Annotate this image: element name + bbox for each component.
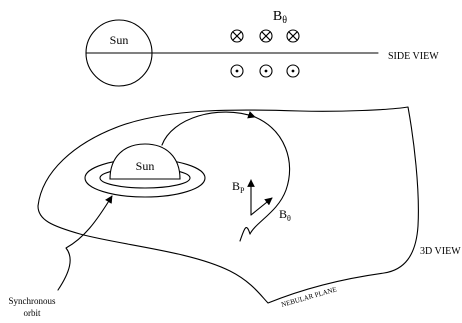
field-out-of-page-symbol [286,64,300,78]
field-into-page-row [230,29,300,43]
side-field-label: Bθ [273,9,287,26]
bp-label: BP [232,179,245,195]
side-sun-label: Sun [110,33,129,47]
orbit-label-line2: orbit [24,308,41,318]
sun-3d-label: Sun [136,159,155,173]
nebular-plane-outline [37,106,419,304]
field-line-descending [249,116,291,235]
view-3d-label: 3D VIEW [420,246,461,257]
field-out-of-page-symbol [230,64,244,78]
field-into-page-symbol [259,29,273,43]
field-into-page-symbol [286,29,300,43]
view-3d: Sun BP Bθ Synchronous orbit 3D VIEW NEBU… [9,106,461,318]
orbit-pointer [57,195,113,291]
side-view-label: SIDE VIEW [388,51,439,62]
field-line-arch [161,111,256,146]
field-out-of-page-symbol [259,64,273,78]
field-line-tail [239,227,251,242]
field-out-of-page-row [230,64,300,78]
field-into-page-symbol [230,29,244,43]
sun-dome [109,143,181,180]
side-view: Sun Bθ [85,9,439,87]
btheta-arrow [250,197,273,216]
orbit-label-line1: Synchronous [9,296,56,306]
btheta-label: Bθ [279,207,291,223]
